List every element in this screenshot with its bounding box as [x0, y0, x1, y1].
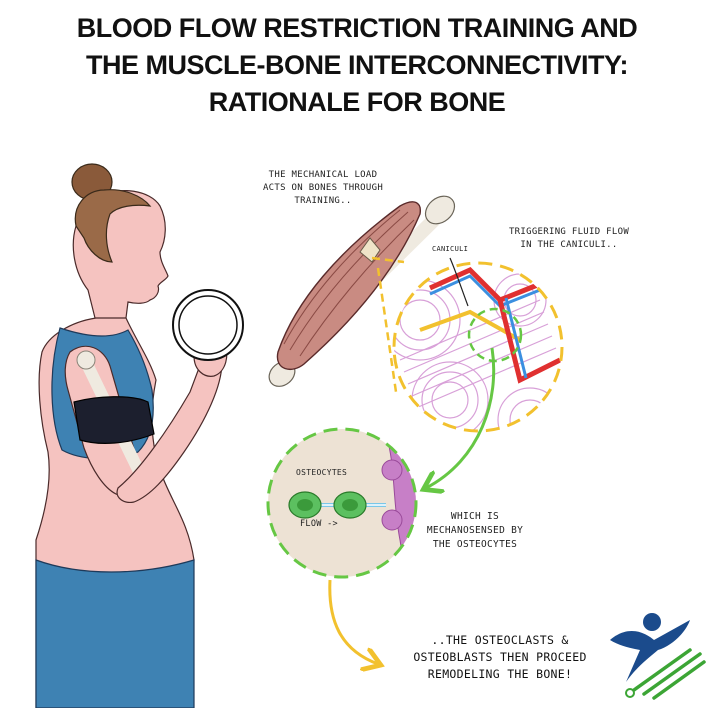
mechanosensed-note: WHICH IS MECHANOSENSED BY THE OSTEOCYTES: [410, 510, 540, 552]
mechanical-load-line-3: TRAINING..: [294, 196, 352, 206]
mechanosensed-line-3: THE OSTEOCYTES: [432, 539, 518, 550]
caniculi-zoom-circle: [371, 256, 564, 433]
mechanical-load-note: THE MECHANICAL LOAD ACTS ON BONES THROUG…: [258, 169, 388, 208]
osteocyte-circle: [266, 427, 418, 579]
title-line-1: BLOOD FLOW RESTRICTION TRAINING AND: [76, 13, 638, 43]
flow-label: FLOW ->: [300, 519, 338, 529]
title-line-2: THE MUSCLE-BONE INTERCONNECTIVITY:: [86, 50, 629, 80]
page-title: BLOOD FLOW RESTRICTION TRAINING AND THE …: [0, 10, 714, 121]
fluid-flow-line-2: IN THE CANICULI..: [520, 240, 618, 250]
figure-with-circuit-logo-icon: [610, 613, 706, 700]
yellow-arrow: [328, 579, 378, 664]
remodeling-line-2: OSTEOBLASTS THEN PROCEED: [413, 650, 587, 664]
osteocytes-label: OSTEOCYTES: [296, 468, 348, 477]
mechanical-load-line-1: THE MECHANICAL LOAD: [268, 170, 378, 180]
remodeling-line-3: REMODELING THE BONE!: [427, 667, 573, 681]
remodeling-line-1: ..THE OSTEOCLASTS &: [431, 633, 569, 647]
green-arrow: [426, 347, 496, 488]
mechanical-load-line-2: ACTS ON BONES THROUGH: [262, 183, 384, 193]
mechanosensed-line-1: WHICH IS: [450, 511, 500, 522]
caniculi-label: CANICULI: [432, 245, 469, 253]
muscle-bone-illustration: [268, 195, 456, 387]
mechanosensed-line-2: MECHANOSENSED BY: [426, 525, 524, 536]
dumbbell-plate-icon: [172, 289, 244, 361]
woman-figure: [35, 163, 228, 708]
title-line-3: RATIONALE FOR BONE: [208, 87, 506, 117]
remodeling-note: ..THE OSTEOCLASTS & OSTEOBLASTS THEN PRO…: [380, 632, 620, 683]
fluid-flow-line-1: TRIGGERING FLUID FLOW: [508, 227, 630, 237]
fluid-flow-note: TRIGGERING FLUID FLOW IN THE CANICULI..: [504, 226, 634, 252]
